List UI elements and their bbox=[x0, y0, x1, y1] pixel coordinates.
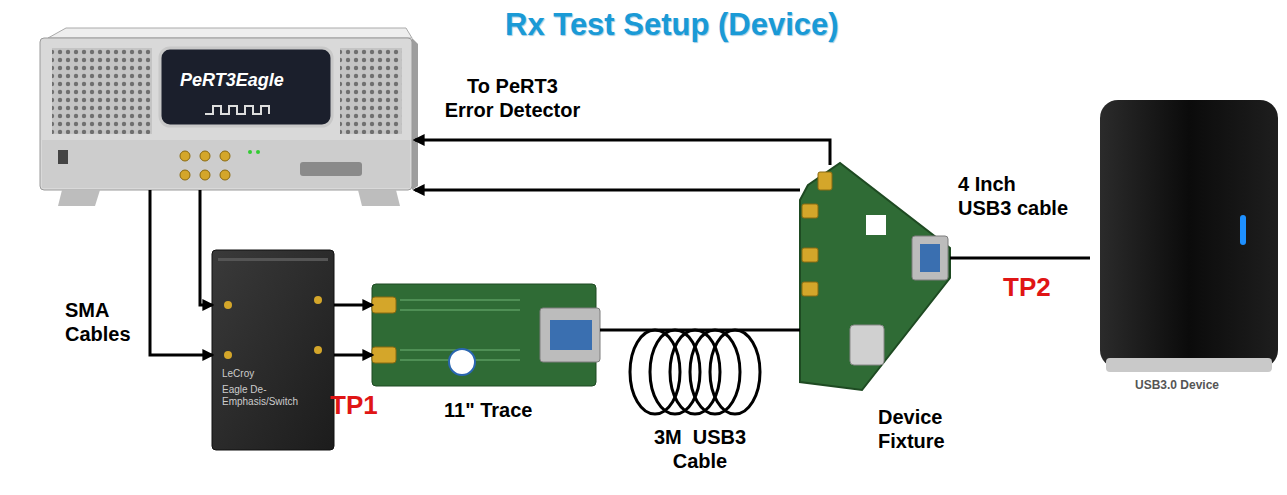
de-emphasis-switch-part bbox=[224, 351, 232, 359]
pert3-instrument-part bbox=[200, 170, 210, 180]
usb3-cable-coil-part bbox=[710, 330, 760, 414]
edge-label: SMA Cables bbox=[65, 298, 145, 346]
trace-board-part bbox=[540, 308, 600, 362]
device-fixture bbox=[800, 163, 950, 390]
device-fixture-part bbox=[912, 236, 948, 280]
usb3-device-part bbox=[1106, 358, 1272, 372]
node-label: 11" Trace bbox=[444, 398, 532, 422]
pert3-instrument-part bbox=[200, 151, 210, 161]
pert3-instrument-part bbox=[300, 162, 362, 176]
usb3-cable-coil-part bbox=[670, 330, 720, 414]
cable-connector bbox=[600, 329, 800, 332]
pert3-instrument-part bbox=[42, 140, 410, 188]
pert3-instrument-part bbox=[58, 190, 100, 206]
trace-board bbox=[372, 284, 600, 386]
device-fixture-part bbox=[866, 215, 886, 235]
pert3-instrument-part bbox=[248, 150, 252, 154]
device-fixture-part bbox=[850, 325, 884, 365]
device-fixture-part bbox=[920, 244, 940, 272]
node-label: Device Fixture bbox=[878, 405, 968, 453]
usb3-cable-coil-part bbox=[630, 330, 680, 414]
cable-connector bbox=[334, 354, 372, 357]
trace-board-part bbox=[372, 347, 396, 363]
node-sublabel: Eagle De-Emphasis/Switch bbox=[222, 384, 322, 408]
pert3-instrument-part bbox=[340, 48, 402, 134]
fixture-box: Device Fixture bbox=[800, 165, 950, 390]
cable-connector bbox=[415, 140, 830, 165]
pert3-instrument bbox=[40, 28, 418, 206]
trace-board-box: 11" Trace bbox=[372, 282, 600, 387]
trace-board-part bbox=[372, 297, 396, 313]
usb3-device-part bbox=[1240, 215, 1246, 245]
device-fixture-part bbox=[800, 163, 950, 390]
usb3-cable-coil bbox=[630, 330, 760, 414]
node-label: LeCroy bbox=[222, 368, 254, 380]
pert3-instrument-part bbox=[358, 190, 400, 206]
usb3-cable-coil-part bbox=[650, 330, 700, 414]
diagram-title: Rx Test Setup (Device) bbox=[505, 6, 839, 43]
cable-connector bbox=[415, 189, 800, 192]
edge-label: 3M USB3 Cable bbox=[642, 425, 758, 473]
pert3-instrument-part bbox=[40, 38, 412, 190]
device-fixture-part bbox=[802, 204, 818, 218]
usb3-device-part bbox=[1100, 100, 1278, 368]
usb3-cable-coil-part bbox=[690, 330, 740, 414]
de-emphasis-switch-part bbox=[314, 346, 322, 354]
trace-board-part bbox=[449, 349, 475, 375]
de-emphasis-switch-part bbox=[314, 296, 322, 304]
pert3-instrument-part bbox=[52, 48, 152, 134]
cable-connector bbox=[950, 257, 1090, 260]
de-emphasis-switch-part bbox=[224, 301, 232, 309]
pert3-instrument-part bbox=[180, 151, 190, 161]
pert3-instrument-part bbox=[412, 38, 418, 190]
cable-connector bbox=[150, 190, 212, 355]
device-fixture-part bbox=[818, 172, 832, 190]
de-emphasis-switch-part bbox=[212, 250, 334, 450]
pert3-instrument-part bbox=[220, 151, 230, 161]
test-point-label: TP1 bbox=[330, 390, 378, 421]
pert3-instrument-part bbox=[220, 170, 230, 180]
pert3-instrument-part bbox=[205, 106, 269, 114]
switch-box: LeCroyEagle De-Emphasis/Switch bbox=[212, 250, 334, 450]
trace-board-part bbox=[372, 284, 596, 386]
device-fixture-part bbox=[802, 248, 818, 262]
device-box: USB3.0 Device bbox=[1090, 98, 1280, 398]
cable-connector bbox=[334, 304, 372, 307]
pert3-instrument-part bbox=[58, 150, 68, 164]
test-point-label: TP2 bbox=[1003, 272, 1051, 303]
edge-label: To PeRT3 Error Detector bbox=[440, 74, 585, 122]
cable-connector bbox=[200, 190, 212, 305]
instrument-box: PeRT3Eagle bbox=[30, 30, 415, 190]
pert3-instrument-part bbox=[48, 28, 412, 38]
pert3-instrument-part bbox=[180, 170, 190, 180]
node-label: USB3.0 Device bbox=[1135, 378, 1219, 392]
node-label: PeRT3Eagle bbox=[180, 70, 284, 92]
device-fixture-part bbox=[802, 282, 818, 296]
usb3-device bbox=[1100, 100, 1278, 372]
edge-label: 4 Inch USB3 cable bbox=[958, 172, 1070, 220]
de-emphasis-switch bbox=[212, 250, 334, 450]
pert3-instrument-part bbox=[256, 150, 260, 154]
trace-board-part bbox=[550, 320, 592, 350]
de-emphasis-switch-part bbox=[218, 258, 328, 261]
pert3-instrument-part bbox=[160, 48, 332, 126]
